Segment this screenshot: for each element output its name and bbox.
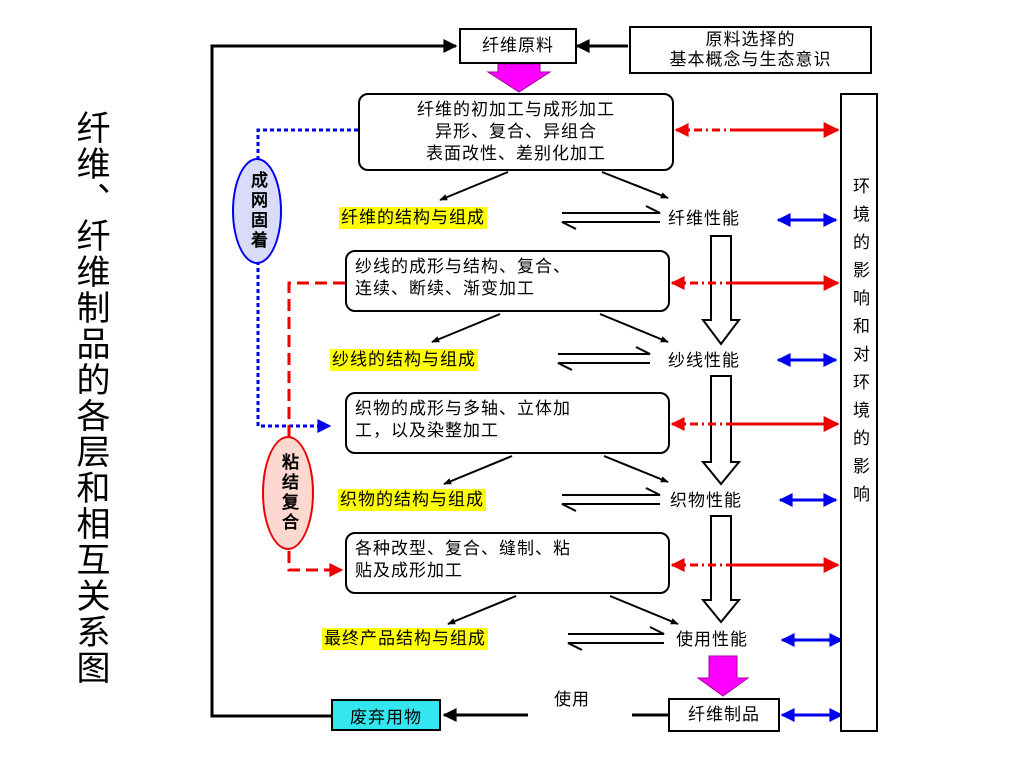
equilibrium-arrow-l2 bbox=[557, 346, 651, 371]
diverge-arrow-l2-right bbox=[599, 313, 669, 343]
web-fixing-oval: 成网固着 bbox=[232, 158, 282, 264]
fabric-structure-label: 织物的结构与组成 bbox=[338, 489, 486, 511]
raw-material-note-box: 原料选择的 基本概念与生态意识 bbox=[629, 26, 872, 74]
diverge-arrow-l4-right bbox=[609, 595, 679, 625]
environment-label: 环境的影响和对环境的影响 bbox=[849, 177, 869, 513]
fabric-performance-label: 织物性能 bbox=[670, 491, 742, 511]
product-process-line-1: 各种改型、复合、缝制、粘 bbox=[355, 539, 571, 559]
yarn-performance-label: 纱线性能 bbox=[668, 351, 740, 371]
fiber-process-line-1: 纤维的初加工与成形加工 bbox=[417, 100, 615, 120]
raw-material-box: 纤维原料 bbox=[459, 28, 577, 64]
yarn-structure-label: 纱线的结构与组成 bbox=[330, 349, 478, 371]
final-structure-label: 最终产品结构与组成 bbox=[322, 628, 488, 650]
fiber-structure-label: 纤维的结构与组成 bbox=[339, 207, 487, 229]
product-process-line-2: 贴及成形加工 bbox=[355, 561, 463, 581]
fabric-process-line-1: 织物的成形与多轴、立体加 bbox=[355, 399, 571, 419]
fiber-product-box: 纤维制品 bbox=[668, 698, 780, 732]
environment-column: 环境的影响和对环境的影响 bbox=[840, 93, 878, 732]
product-process-box: 各种改型、复合、缝制、粘 贴及成形加工 bbox=[345, 532, 670, 594]
magenta-arrow-bottom bbox=[696, 655, 750, 697]
fiber-process-box: 纤维的初加工与成形加工 异形、复合、异组合 表面改性、差别化加工 bbox=[358, 93, 674, 171]
waste-box: 废弃用物 bbox=[331, 699, 441, 731]
diagram-title: 纤维、纤维制品的各层和相互关系图 bbox=[70, 110, 110, 686]
hollow-arrow-3 bbox=[700, 515, 742, 624]
use-performance-label: 使用性能 bbox=[676, 630, 748, 650]
fiber-process-line-2: 异形、复合、异组合 bbox=[435, 122, 597, 142]
red-dashed-bonding bbox=[287, 281, 345, 577]
magenta-arrow-top bbox=[486, 63, 552, 93]
hollow-arrow-1 bbox=[701, 235, 741, 346]
yarn-process-line-2: 连续、断续、渐变加工 bbox=[355, 279, 535, 299]
bonding-oval: 粘结复合 bbox=[262, 436, 314, 550]
diverge-arrow-l1-right bbox=[601, 171, 669, 199]
fabric-process-line-2: 工，以及染整加工 bbox=[355, 421, 499, 441]
blue-dotted-web-fixing bbox=[256, 128, 358, 433]
fabric-process-box: 织物的成形与多轴、立体加 工，以及染整加工 bbox=[345, 392, 670, 454]
yarn-process-line-1: 纱线的成形与结构、复合、 bbox=[355, 257, 571, 277]
diverge-arrow-l1-left bbox=[439, 171, 509, 201]
equilibrium-arrow-l4 bbox=[567, 626, 665, 651]
yarn-process-box: 纱线的成形与结构、复合、 连续、断续、渐变加工 bbox=[345, 250, 670, 312]
use-label: 使用 bbox=[554, 690, 590, 710]
diverge-arrow-l3-right bbox=[603, 455, 669, 483]
raw-material-note-line-1: 原料选择的 bbox=[705, 30, 796, 50]
hollow-arrow-2 bbox=[700, 375, 742, 486]
raw-material-note-line-2: 基本概念与生态意识 bbox=[669, 50, 832, 70]
equilibrium-arrow-l3 bbox=[561, 487, 661, 512]
fiber-process-line-3: 表面改性、差别化加工 bbox=[426, 144, 606, 164]
equilibrium-arrow-l1 bbox=[561, 205, 661, 230]
diverge-arrow-l3-left bbox=[443, 455, 513, 485]
diverge-arrow-l4-left bbox=[447, 595, 517, 625]
fiber-performance-label: 纤维性能 bbox=[668, 209, 740, 229]
diverge-arrow-l2-left bbox=[431, 313, 501, 343]
recycle-loop-line bbox=[210, 39, 458, 718]
